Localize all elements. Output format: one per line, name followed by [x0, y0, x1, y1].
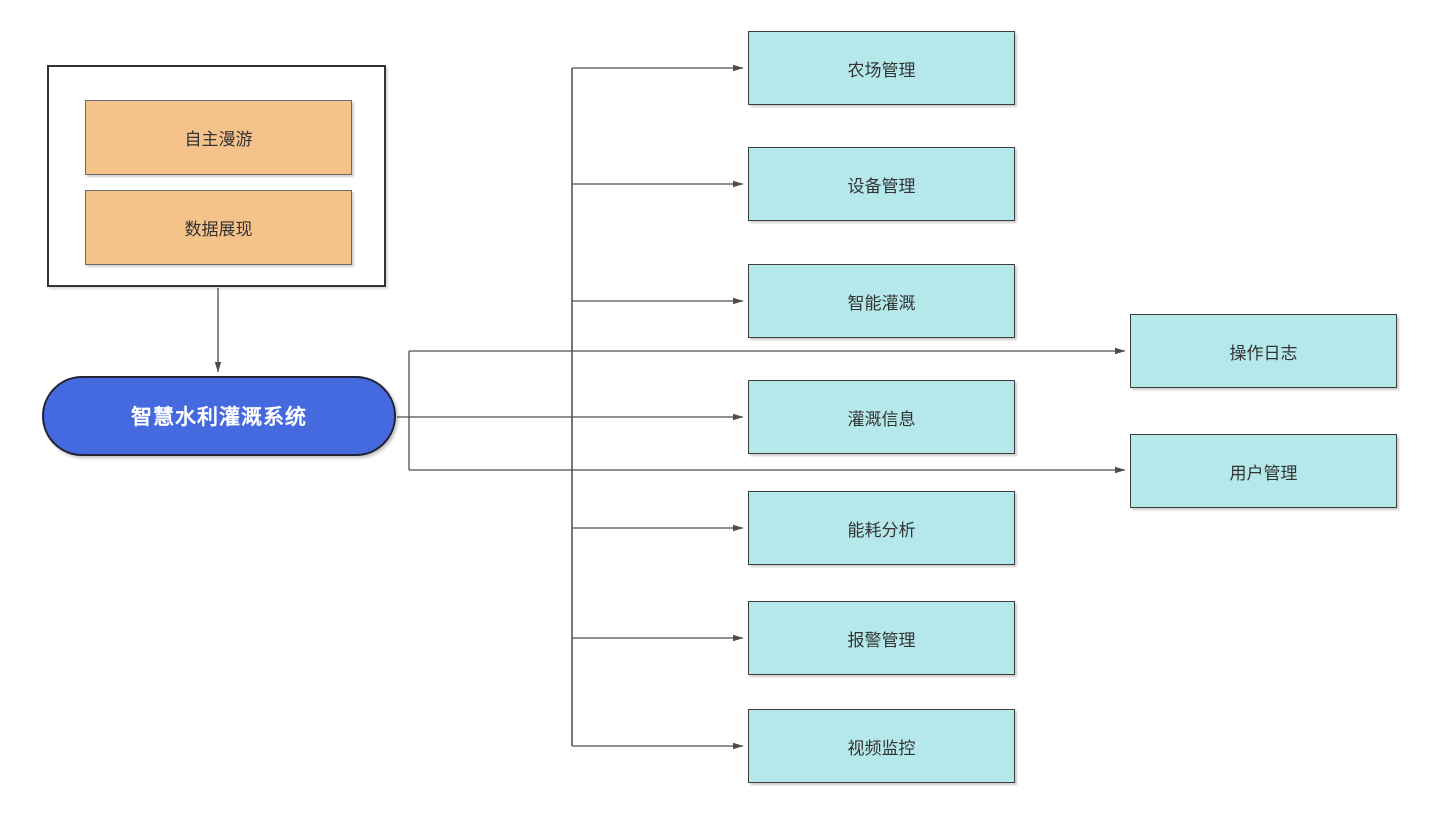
node-farm-management-label: 农场管理 [847, 60, 916, 80]
node-video-monitoring-label: 视频监控 [847, 738, 916, 758]
node-energy-analysis[interactable]: 能耗分析 [748, 491, 1015, 565]
node-irrigation-info-label: 灌溉信息 [847, 409, 916, 429]
node-device-management-label: 设备管理 [847, 176, 916, 196]
node-operation-log-label: 操作日志 [1229, 343, 1298, 363]
node-data-display-label: 数据展现 [184, 220, 253, 239]
node-farm-management[interactable]: 农场管理 [748, 31, 1015, 105]
node-user-management[interactable]: 用户管理 [1130, 434, 1397, 508]
node-root-smart-irrigation-system[interactable]: 智慧水利灌溉系统 [42, 376, 396, 456]
node-alarm-management-label: 报警管理 [847, 630, 916, 650]
node-autonomous-roaming[interactable]: 自主漫游 [85, 100, 352, 175]
node-smart-irrigation-label: 智能灌溉 [847, 293, 916, 313]
node-video-monitoring[interactable]: 视频监控 [748, 709, 1015, 783]
node-irrigation-info[interactable]: 灌溉信息 [748, 380, 1015, 454]
node-operation-log[interactable]: 操作日志 [1130, 314, 1397, 388]
node-user-management-label: 用户管理 [1229, 463, 1298, 483]
node-smart-irrigation[interactable]: 智能灌溉 [748, 264, 1015, 338]
node-energy-analysis-label: 能耗分析 [847, 520, 916, 540]
node-autonomous-roaming-label: 自主漫游 [184, 130, 253, 149]
node-alarm-management[interactable]: 报警管理 [748, 601, 1015, 675]
node-data-display[interactable]: 数据展现 [85, 190, 352, 265]
node-root-label: 智慧水利灌溉系统 [131, 406, 307, 429]
node-device-management[interactable]: 设备管理 [748, 147, 1015, 221]
